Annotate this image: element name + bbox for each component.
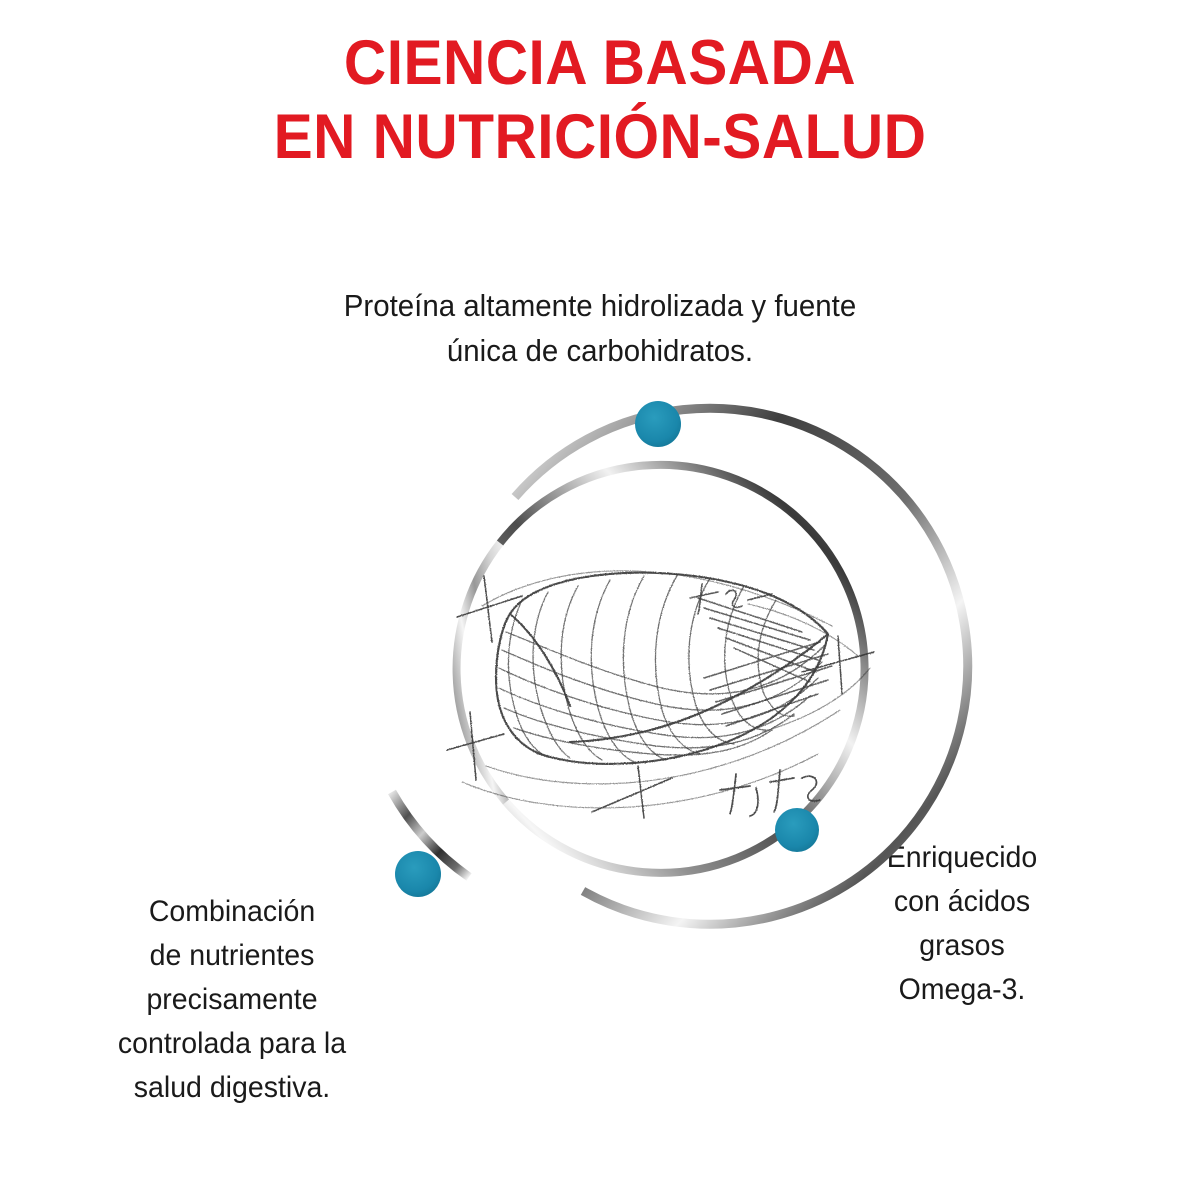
callout-top-line-1: Proteína altamente hidrolizada y fuente	[343, 288, 857, 323]
node-bottom-left[interactable]	[395, 851, 441, 897]
callout-text-right: Enriquecido con ácidos grasos Omega-3.	[844, 836, 1080, 1012]
kibble-science-diagram	[330, 350, 973, 990]
callout-left-line-5: salud digestiva.	[133, 1071, 331, 1104]
page-title-line-2: EN NUTRICIÓN-SALUD	[273, 102, 927, 172]
callout-right-line-3: grasos	[919, 929, 1005, 962]
callout-left-line-2: de nutrientes	[149, 939, 315, 972]
callout-text-top: Proteína altamente hidrolizada y fuente …	[287, 283, 914, 373]
handwritten-annotation	[719, 769, 821, 817]
callout-top-line-2: única de carbohidratos.	[446, 333, 754, 368]
wireframe-transverse	[507, 573, 795, 763]
page-title: CIENCIA BASADA EN NUTRICIÓN-SALUD	[42, 26, 1158, 174]
crosshair-marks	[446, 575, 875, 819]
callout-left-line-1: Combinación	[148, 895, 316, 928]
wireframe-longitudinal	[498, 631, 825, 756]
callout-right-line-2: con ácidos	[893, 885, 1031, 918]
callout-right-line-4: Omega-3.	[898, 973, 1026, 1006]
inner-ring	[452, 460, 869, 877]
construction-strokes	[461, 570, 871, 809]
kibble-sketch	[446, 570, 875, 819]
page-title-line-1: CIENCIA BASADA	[343, 28, 857, 98]
callout-left-line-3: precisamente	[146, 983, 318, 1016]
callout-right-line-1: Enriquecido	[886, 841, 1038, 874]
kibble-hatching	[697, 597, 833, 727]
annotation-top-right	[689, 583, 773, 615]
callout-text-bottom-left: Combinación de nutrientes precisamente c…	[52, 890, 413, 1110]
callout-left-line-4: controlada para la	[117, 1027, 347, 1060]
outer-ring	[388, 403, 973, 929]
